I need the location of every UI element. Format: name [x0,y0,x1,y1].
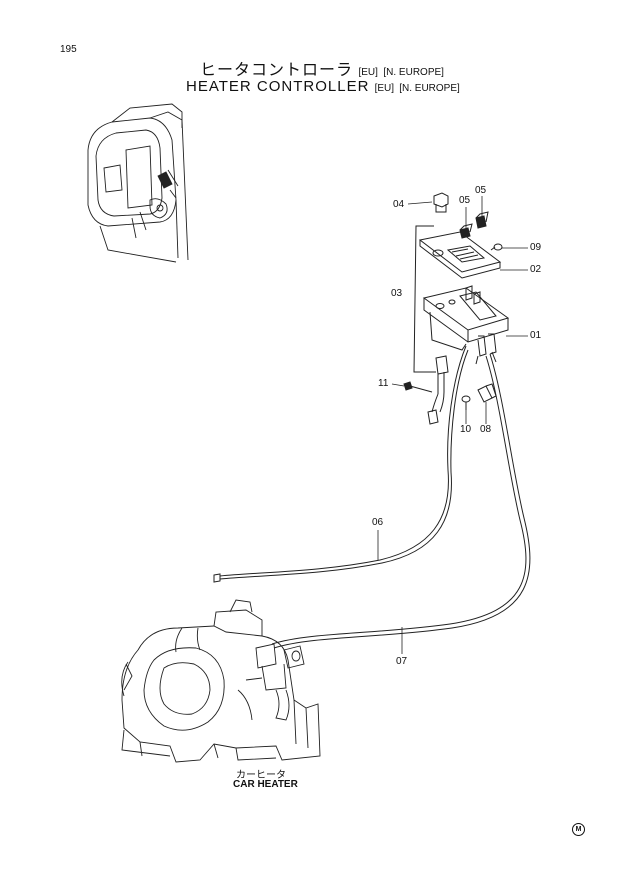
m-mark-icon: M [572,823,585,836]
sensor [427,355,449,425]
knob-04 [433,192,449,213]
screw-10 [461,395,471,410]
knob-05a [459,223,473,239]
label-part-05b: 05 [475,185,487,196]
label-part-10: 10 [460,424,472,435]
tag-n-europe-en: [N. EUROPE] [399,83,460,94]
label-part-05a: 05 [459,195,471,206]
cab-location-inset [87,103,189,263]
title-japanese: ヒータコントローラ [EU] [N. EUROPE] [200,56,444,80]
car-heater [121,599,321,763]
knob-05b [475,211,489,229]
part-11 [403,381,433,393]
tag-eu-en: [EU] [374,83,395,94]
label-part-07: 07 [396,656,408,667]
label-part-04: 04 [393,199,405,210]
label-part-08: 08 [480,424,492,435]
label-part-02: 02 [530,264,542,275]
screw-09 [490,243,503,251]
label-part-03: 03 [391,288,403,299]
cable-07 [271,353,531,649]
label-part-06: 06 [372,517,384,528]
leader-lines [377,196,528,654]
tag-n-europe: [N. EUROPE] [383,67,444,78]
clip-08 [477,383,497,403]
page-number: 195 [60,44,77,55]
label-part-11: 11 [378,378,389,389]
title-en-text: HEATER CONTROLLER [186,78,370,95]
car-heater-label-jp: カーヒータ [236,770,286,781]
panel-plate-02 [418,231,502,279]
car-heater-label-en: CAR HEATER [233,779,298,790]
title-jp-text: ヒータコントローラ [200,62,354,79]
label-part-01: 01 [530,330,542,341]
title-english: HEATER CONTROLLER [EU] [N. EUROPE] [186,78,460,95]
label-part-09: 09 [530,242,542,253]
tag-eu: [EU] [358,67,378,78]
controller-body-01 [422,285,510,365]
cable-06 [213,345,469,583]
bracket-03 [413,225,436,373]
